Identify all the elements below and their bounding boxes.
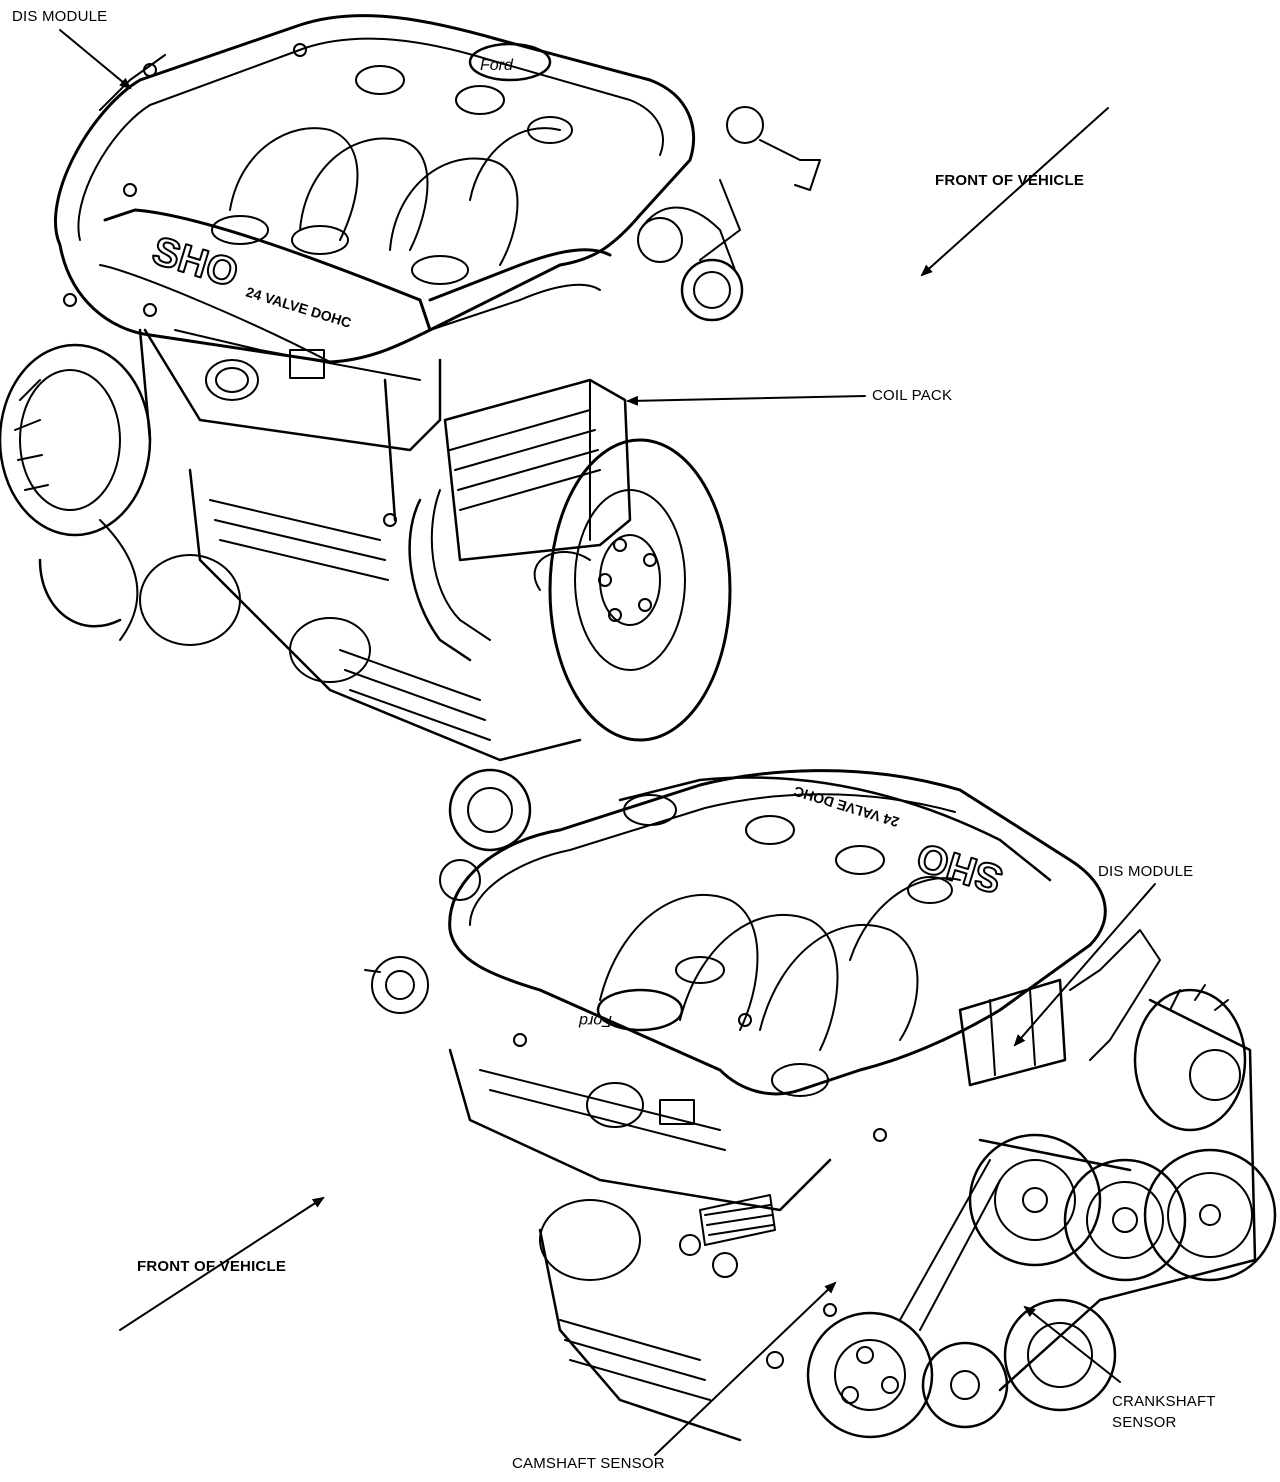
label-crankshaft-sensor-line1: CRANKSHAFT xyxy=(1112,1393,1216,1410)
label-coil-pack: COIL PACK xyxy=(872,387,953,404)
leader-coil-pack xyxy=(626,395,866,406)
label-front-of-vehicle-top: FRONT OF VEHICLE xyxy=(935,172,1085,189)
leader-crankshaft-sensor xyxy=(1023,1305,1121,1383)
bottom-plenum-sub-text: 24 VALVE DOHC xyxy=(792,783,901,830)
leader-dis-module-top xyxy=(59,29,132,90)
top-engine-illustration xyxy=(0,14,821,762)
label-front-of-vehicle-bottom: FRONT OF VEHICLE xyxy=(137,1258,287,1275)
label-camshaft-sensor: CAMSHAFT SENSOR xyxy=(512,1455,665,1472)
top-ford-logo-text: Ford xyxy=(480,57,514,74)
bottom-plenum-sho-text: SHO xyxy=(912,834,1008,901)
leader-camshaft-sensor xyxy=(654,1281,837,1456)
label-dis-module-top: DIS MODULE xyxy=(12,8,108,25)
top-plenum-sub-text: 24 VALVE DOHC xyxy=(244,284,353,331)
label-crankshaft-sensor-line2: SENSOR xyxy=(1112,1414,1177,1431)
front-arrow-bottom xyxy=(119,1196,325,1331)
leader-dis-module-bottom xyxy=(1013,883,1156,1047)
bottom-engine-illustration xyxy=(364,768,1277,1442)
callout-lines xyxy=(59,29,1156,1456)
front-arrow-top xyxy=(920,107,1109,277)
label-dis-module-bottom: DIS MODULE xyxy=(1098,863,1194,880)
bottom-ford-logo-text: Ford xyxy=(578,1012,612,1029)
